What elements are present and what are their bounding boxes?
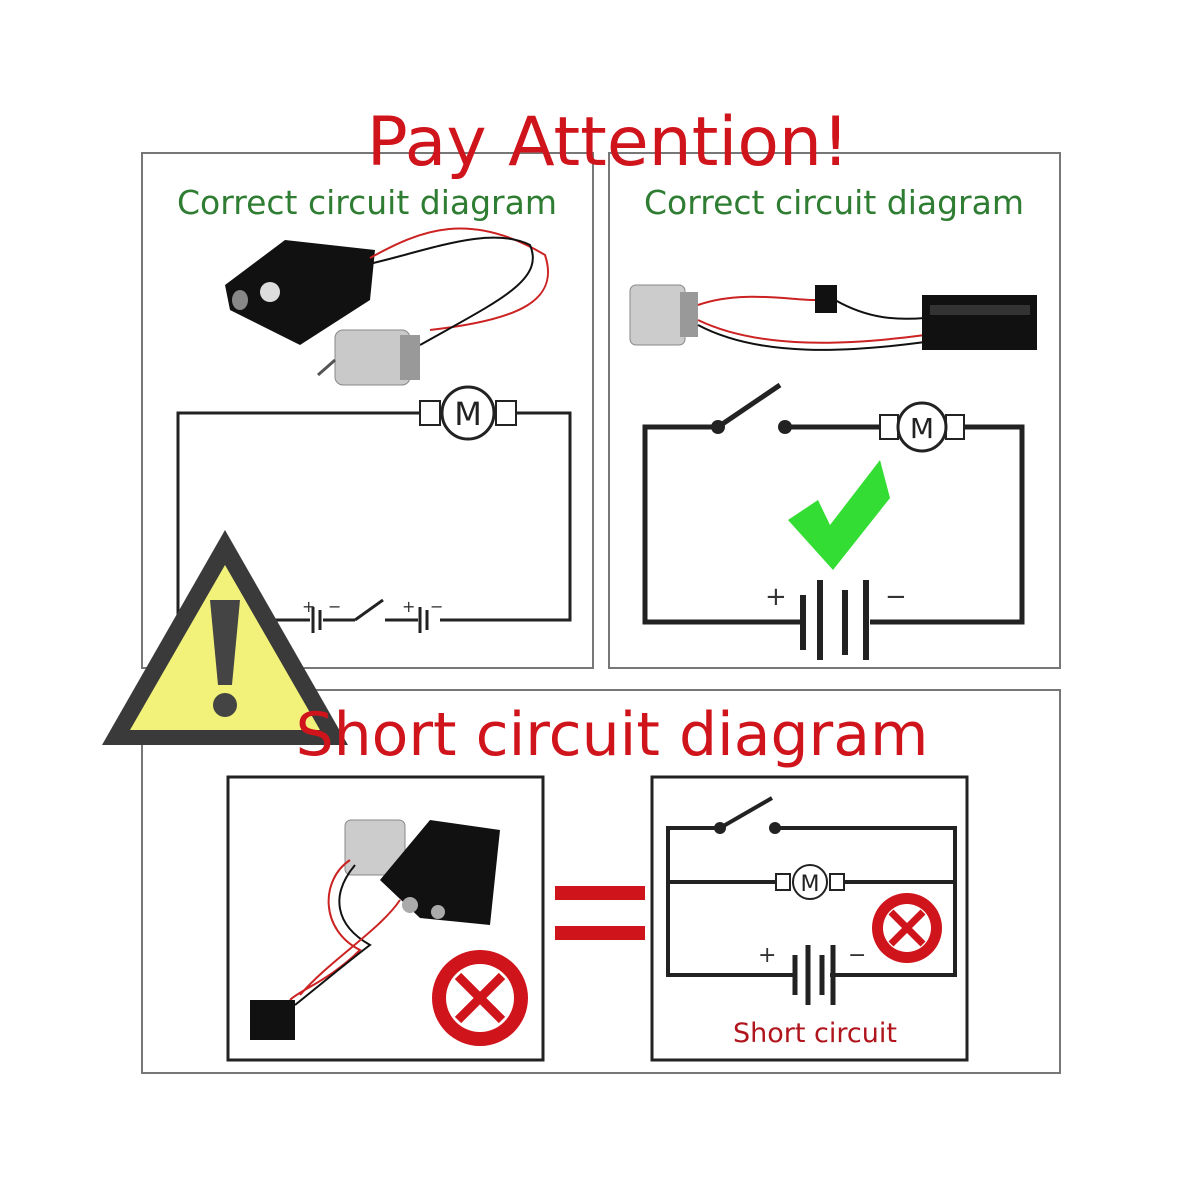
prohibited-icon — [872, 893, 942, 963]
plus-sign: + — [758, 943, 776, 968]
plus-sign: + — [402, 597, 415, 616]
minus-sign: − — [848, 943, 866, 968]
schematic-switch-motor-battery — [642, 382, 1025, 625]
motor-label: M — [801, 872, 820, 897]
photo-short-circuit-wiring — [250, 819, 500, 1040]
plus-sign: + — [765, 582, 787, 612]
prohibited-icon — [432, 950, 528, 1046]
short-circuit-caption: Short circuit — [733, 1018, 897, 1049]
photo-box-short — [226, 775, 545, 1062]
equals-icon — [555, 886, 645, 940]
top-right-heading: Correct circuit diagram — [644, 183, 1024, 222]
top-left-heading: Correct circuit diagram — [177, 183, 557, 222]
photo-motor-switch-battery — [629, 284, 1037, 351]
battery-symbol-short — [792, 945, 836, 1005]
diagram-box-short — [650, 775, 969, 1062]
title: Pay Attention! — [367, 103, 850, 182]
panel-top-left — [141, 152, 594, 669]
plus-sign: + — [302, 597, 315, 616]
bottom-heading: Short circuit diagram — [296, 700, 929, 770]
checkmark-icon — [788, 460, 890, 570]
motor-symbol-left: M — [419, 385, 517, 441]
battery-symbol — [800, 580, 869, 660]
motor-symbol-short: M — [775, 864, 845, 900]
warning-triangle-icon — [102, 530, 348, 745]
motor-label: M — [454, 395, 482, 433]
minus-sign: − — [328, 597, 341, 616]
panel-top-right — [608, 152, 1061, 669]
switch-contact — [714, 822, 726, 834]
photo-battery-motor-left — [225, 227, 550, 386]
schematic-short-circuit — [666, 796, 957, 977]
switch-contact — [711, 420, 725, 434]
switch-contact — [778, 420, 792, 434]
minus-sign: − — [430, 597, 443, 616]
motor-label: M — [910, 412, 934, 445]
panel-bottom — [141, 689, 1061, 1074]
switch-contact — [769, 822, 781, 834]
motor-symbol-right: M — [879, 401, 965, 453]
minus-sign: − — [885, 582, 907, 612]
